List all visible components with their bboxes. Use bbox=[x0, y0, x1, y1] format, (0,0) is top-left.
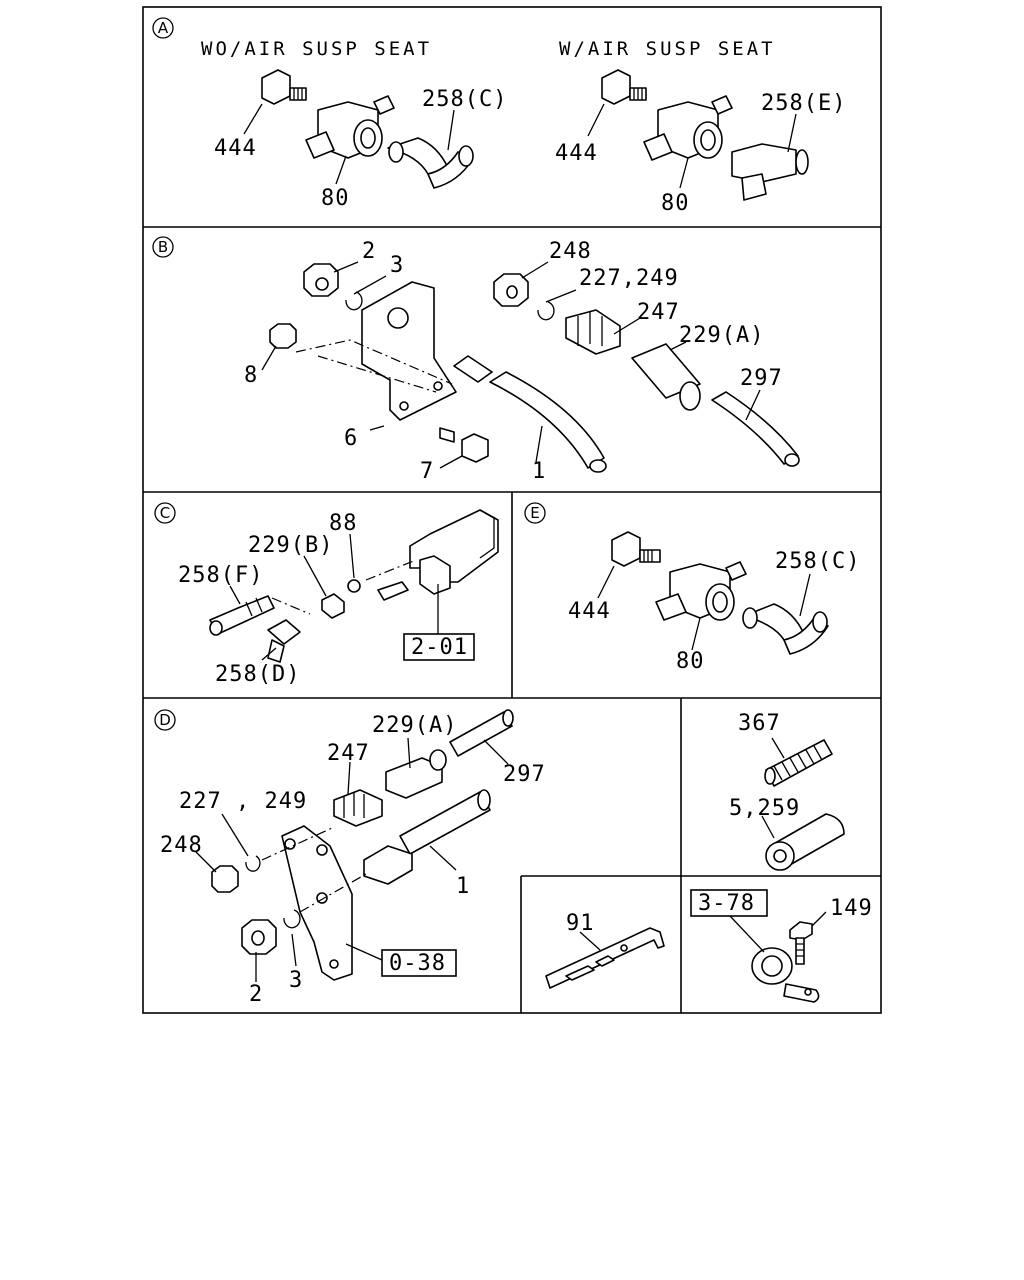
diagram-frames bbox=[142, 6, 882, 1014]
section-a-right-label-258e: 258(E) bbox=[761, 91, 846, 116]
misc-label-91: 91 bbox=[566, 911, 595, 936]
section-d-label-297: 297 bbox=[503, 762, 546, 787]
section-d-marker-circle bbox=[154, 709, 176, 731]
misc-hose-parts bbox=[761, 737, 845, 871]
section-c-parts bbox=[209, 509, 499, 663]
section-e: E 444 258(C) 80 bbox=[524, 502, 860, 674]
misc-label-367: 367 bbox=[738, 711, 781, 736]
section-d-ref-box: 0-38 bbox=[389, 951, 446, 976]
section-b-label-297: 297 bbox=[740, 366, 783, 391]
section-c-marker-circle bbox=[154, 502, 176, 524]
section-c: C 8 bbox=[154, 502, 499, 687]
section-a-left-heading: WO/AIR SUSP SEAT bbox=[201, 38, 432, 60]
misc-clip-parts bbox=[690, 889, 827, 1003]
section-c-label-229b: 229(B) bbox=[248, 533, 333, 558]
section-b-label-7: 7 bbox=[420, 459, 434, 484]
section-d: D bbox=[154, 709, 546, 1007]
section-misc-hose: 367 5,259 bbox=[729, 711, 845, 871]
section-e-label-444: 444 bbox=[568, 599, 611, 624]
section-b-parts bbox=[261, 261, 800, 473]
section-b-label-227-249: 227,249 bbox=[579, 266, 679, 291]
section-d-label-247: 247 bbox=[327, 741, 370, 766]
section-b-label-3: 3 bbox=[390, 253, 404, 278]
misc-label-149: 149 bbox=[830, 896, 873, 921]
section-e-marker-circle bbox=[524, 502, 546, 524]
section-misc-clip: 3-78 149 bbox=[690, 889, 873, 1003]
section-e-label-80: 80 bbox=[676, 649, 705, 674]
section-misc-bracket: 91 bbox=[545, 911, 665, 989]
section-d-marker: D bbox=[159, 711, 171, 729]
section-b-label-229a: 229(A) bbox=[679, 323, 764, 348]
section-b-marker-circle bbox=[152, 236, 174, 258]
section-a-left-label-444: 444 bbox=[214, 136, 257, 161]
section-a-left-label-80: 80 bbox=[321, 186, 350, 211]
section-b-label-247: 247 bbox=[637, 300, 680, 325]
misc-clip-ref-box: 3-78 bbox=[698, 891, 755, 916]
section-b: B bbox=[152, 236, 800, 484]
section-e-marker: E bbox=[530, 504, 539, 522]
misc-bracket-parts bbox=[545, 927, 665, 989]
section-d-label-248: 248 bbox=[160, 833, 203, 858]
section-b-label-1: 1 bbox=[532, 459, 546, 484]
section-c-marker: C bbox=[160, 504, 170, 522]
section-b-label-8: 8 bbox=[244, 363, 258, 388]
section-a: A WO/AIR SUSP SEAT W/AIR SUSP SEAT 444 2… bbox=[152, 17, 846, 216]
section-c-label-258f: 258(F) bbox=[178, 563, 263, 588]
section-a-marker-circle bbox=[152, 17, 174, 39]
section-a-left-parts bbox=[243, 69, 474, 189]
section-e-label-258c: 258(C) bbox=[775, 549, 860, 574]
section-a-right-label-80: 80 bbox=[661, 191, 690, 216]
section-a-left-label-258c: 258(C) bbox=[422, 87, 507, 112]
misc-label-5-259: 5,259 bbox=[729, 796, 800, 821]
section-d-label-227-249: 227 , 249 bbox=[179, 789, 307, 814]
section-c-ref-box: 2-01 bbox=[411, 635, 468, 660]
section-e-parts bbox=[597, 531, 829, 655]
section-c-label-258d: 258(D) bbox=[215, 662, 300, 687]
section-d-label-2: 2 bbox=[249, 982, 263, 1007]
section-b-label-2: 2 bbox=[362, 239, 376, 264]
section-b-marker: B bbox=[158, 238, 168, 256]
section-a-right-heading: W/AIR SUSP SEAT bbox=[559, 38, 776, 60]
section-d-label-3: 3 bbox=[289, 968, 303, 993]
section-d-parts bbox=[195, 709, 514, 982]
section-c-label-88: 88 bbox=[329, 511, 358, 536]
section-d-label-1: 1 bbox=[456, 874, 470, 899]
section-a-right-label-444: 444 bbox=[555, 141, 598, 166]
section-a-marker: A bbox=[158, 19, 169, 37]
section-d-label-229a: 229(A) bbox=[372, 713, 457, 738]
section-a-right-parts bbox=[587, 69, 809, 201]
section-b-label-6: 6 bbox=[344, 426, 358, 451]
section-b-label-248: 248 bbox=[549, 239, 592, 264]
